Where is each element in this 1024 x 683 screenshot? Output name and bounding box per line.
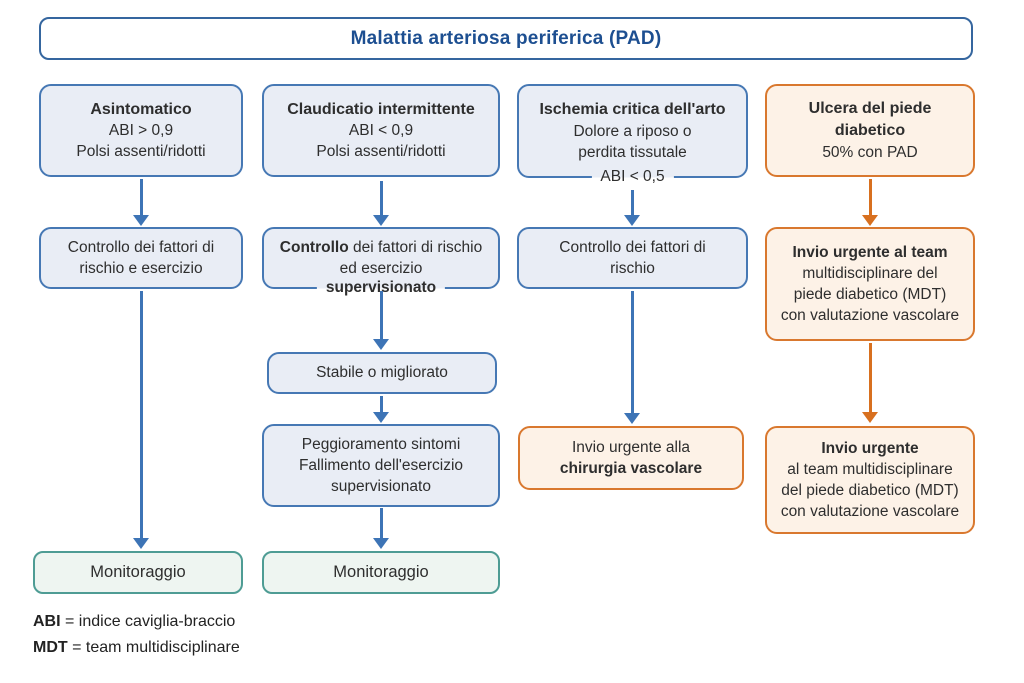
legend-term: ABI xyxy=(33,613,61,630)
node-heading: Claudicatio intermittente xyxy=(287,100,475,118)
node-line: Polsi assenti/ridotti xyxy=(76,143,206,161)
node-straddle-label: ABI < 0,5 xyxy=(591,166,674,188)
node-line: multidisciplinare del xyxy=(802,264,938,282)
arrow-down-icon xyxy=(624,291,640,424)
arrow-down-icon xyxy=(624,190,640,226)
arrow-down-icon xyxy=(133,291,149,549)
node-line: rischio xyxy=(610,260,655,277)
node-asintomatico: Asintomatico ABI > 0,9 Polsi assenti/rid… xyxy=(39,84,243,177)
node-line: Dolore a riposo o xyxy=(573,122,692,140)
node-heading: Ulcera del piede diabetico xyxy=(808,100,932,139)
arrow-down-icon xyxy=(862,179,878,226)
node-line: Controllo dei fattori di xyxy=(559,238,706,256)
legend-mdt: MDT = team multidisciplinare xyxy=(33,639,240,657)
node-heading: Ischemia critica dell'arto xyxy=(539,101,726,119)
arrow-down-icon xyxy=(133,179,149,226)
legend-definition: = indice caviglia-braccio xyxy=(65,613,236,630)
node-line: piede diabetico (MDT) xyxy=(793,286,947,303)
node-line: del piede diabetico (MDT) xyxy=(781,482,959,499)
node-line: ABI < 0,9 xyxy=(348,122,414,140)
page-title: Malattia arteriosa periferica (PAD) xyxy=(350,27,662,49)
arrow-down-icon xyxy=(373,508,389,549)
node-line: con valutazione vascolare xyxy=(780,503,960,521)
legend-abi: ABI = indice caviglia-braccio xyxy=(33,613,240,631)
node-invio-urgente-mdt-1: Invio urgente al team multidisciplinare … xyxy=(765,227,975,341)
node-ulcera-piede-diabetico: Ulcera del piede diabetico 50% con PAD xyxy=(765,84,975,177)
legend-term: MDT xyxy=(33,639,68,656)
node-line: Controllo dei fattori di rischio xyxy=(279,238,483,256)
node-invio-urgente-mdt-2: Invio urgente al team multidisciplinare … xyxy=(765,426,975,534)
node-line: chirurgia vascolare xyxy=(559,460,703,477)
node-line: Monitoraggio xyxy=(90,563,186,582)
arrow-down-icon xyxy=(373,396,389,423)
node-stabile-o-migliorato: Stabile o migliorato xyxy=(267,352,497,394)
node-monitoraggio-2: Monitoraggio xyxy=(262,551,500,594)
node-line: perdita tissutale xyxy=(578,143,687,161)
arrow-down-icon xyxy=(862,343,878,423)
node-claudicatio-intermittente: Claudicatio intermittente ABI < 0,9 Pols… xyxy=(262,84,500,177)
node-line: ed esercizio xyxy=(339,260,423,277)
legend: ABI = indice caviglia-braccio MDT = team… xyxy=(33,613,240,665)
title-box: Malattia arteriosa periferica (PAD) xyxy=(39,17,973,60)
node-controllo-rischio-esercizio-supervisionato: Controllo dei fattori di rischio ed eser… xyxy=(262,227,500,299)
node-line: Fallimento dell'esercizio xyxy=(298,456,464,474)
node-peggioramento-sintomi: Peggioramento sintomi Fallimento dell'es… xyxy=(262,424,500,507)
node-ischemia-critica: Ischemia critica dell'arto Dolore a ripo… xyxy=(517,84,748,188)
node-monitoraggio-1: Monitoraggio xyxy=(33,551,243,594)
node-line: Controllo dei fattori di xyxy=(67,238,215,256)
node-heading: Asintomatico xyxy=(90,100,192,118)
node-line: con valutazione vascolare xyxy=(780,307,960,325)
node-line: Invio urgente alla xyxy=(571,438,691,456)
node-line: supervisionato xyxy=(331,478,431,496)
node-line: 50% con PAD xyxy=(822,143,918,161)
legend-definition: = team multidisciplinare xyxy=(72,639,240,656)
arrow-down-icon xyxy=(373,181,389,226)
arrow-down-icon xyxy=(373,291,389,350)
node-line: Invio urgente xyxy=(821,439,919,457)
node-straddle-label: supervisionato xyxy=(316,277,446,299)
node-line: ABI > 0,9 xyxy=(108,122,174,140)
node-line: al team multidisciplinare xyxy=(787,460,953,478)
node-line: Stabile o migliorato xyxy=(316,364,448,382)
node-line: Polsi assenti/ridotti xyxy=(316,143,446,161)
node-controllo-fattori-rischio-esercizio: Controllo dei fattori di rischio e eserc… xyxy=(39,227,243,289)
node-line: Peggioramento sintomi xyxy=(301,435,461,453)
node-controllo-fattori-rischio: Controllo dei fattori di rischio xyxy=(517,227,748,289)
node-invio-chirurgia-vascolare: Invio urgente alla chirurgia vascolare xyxy=(518,426,744,490)
node-line: Invio urgente al team xyxy=(792,243,948,261)
node-line: rischio e esercizio xyxy=(79,260,203,277)
node-line: Monitoraggio xyxy=(333,563,429,582)
